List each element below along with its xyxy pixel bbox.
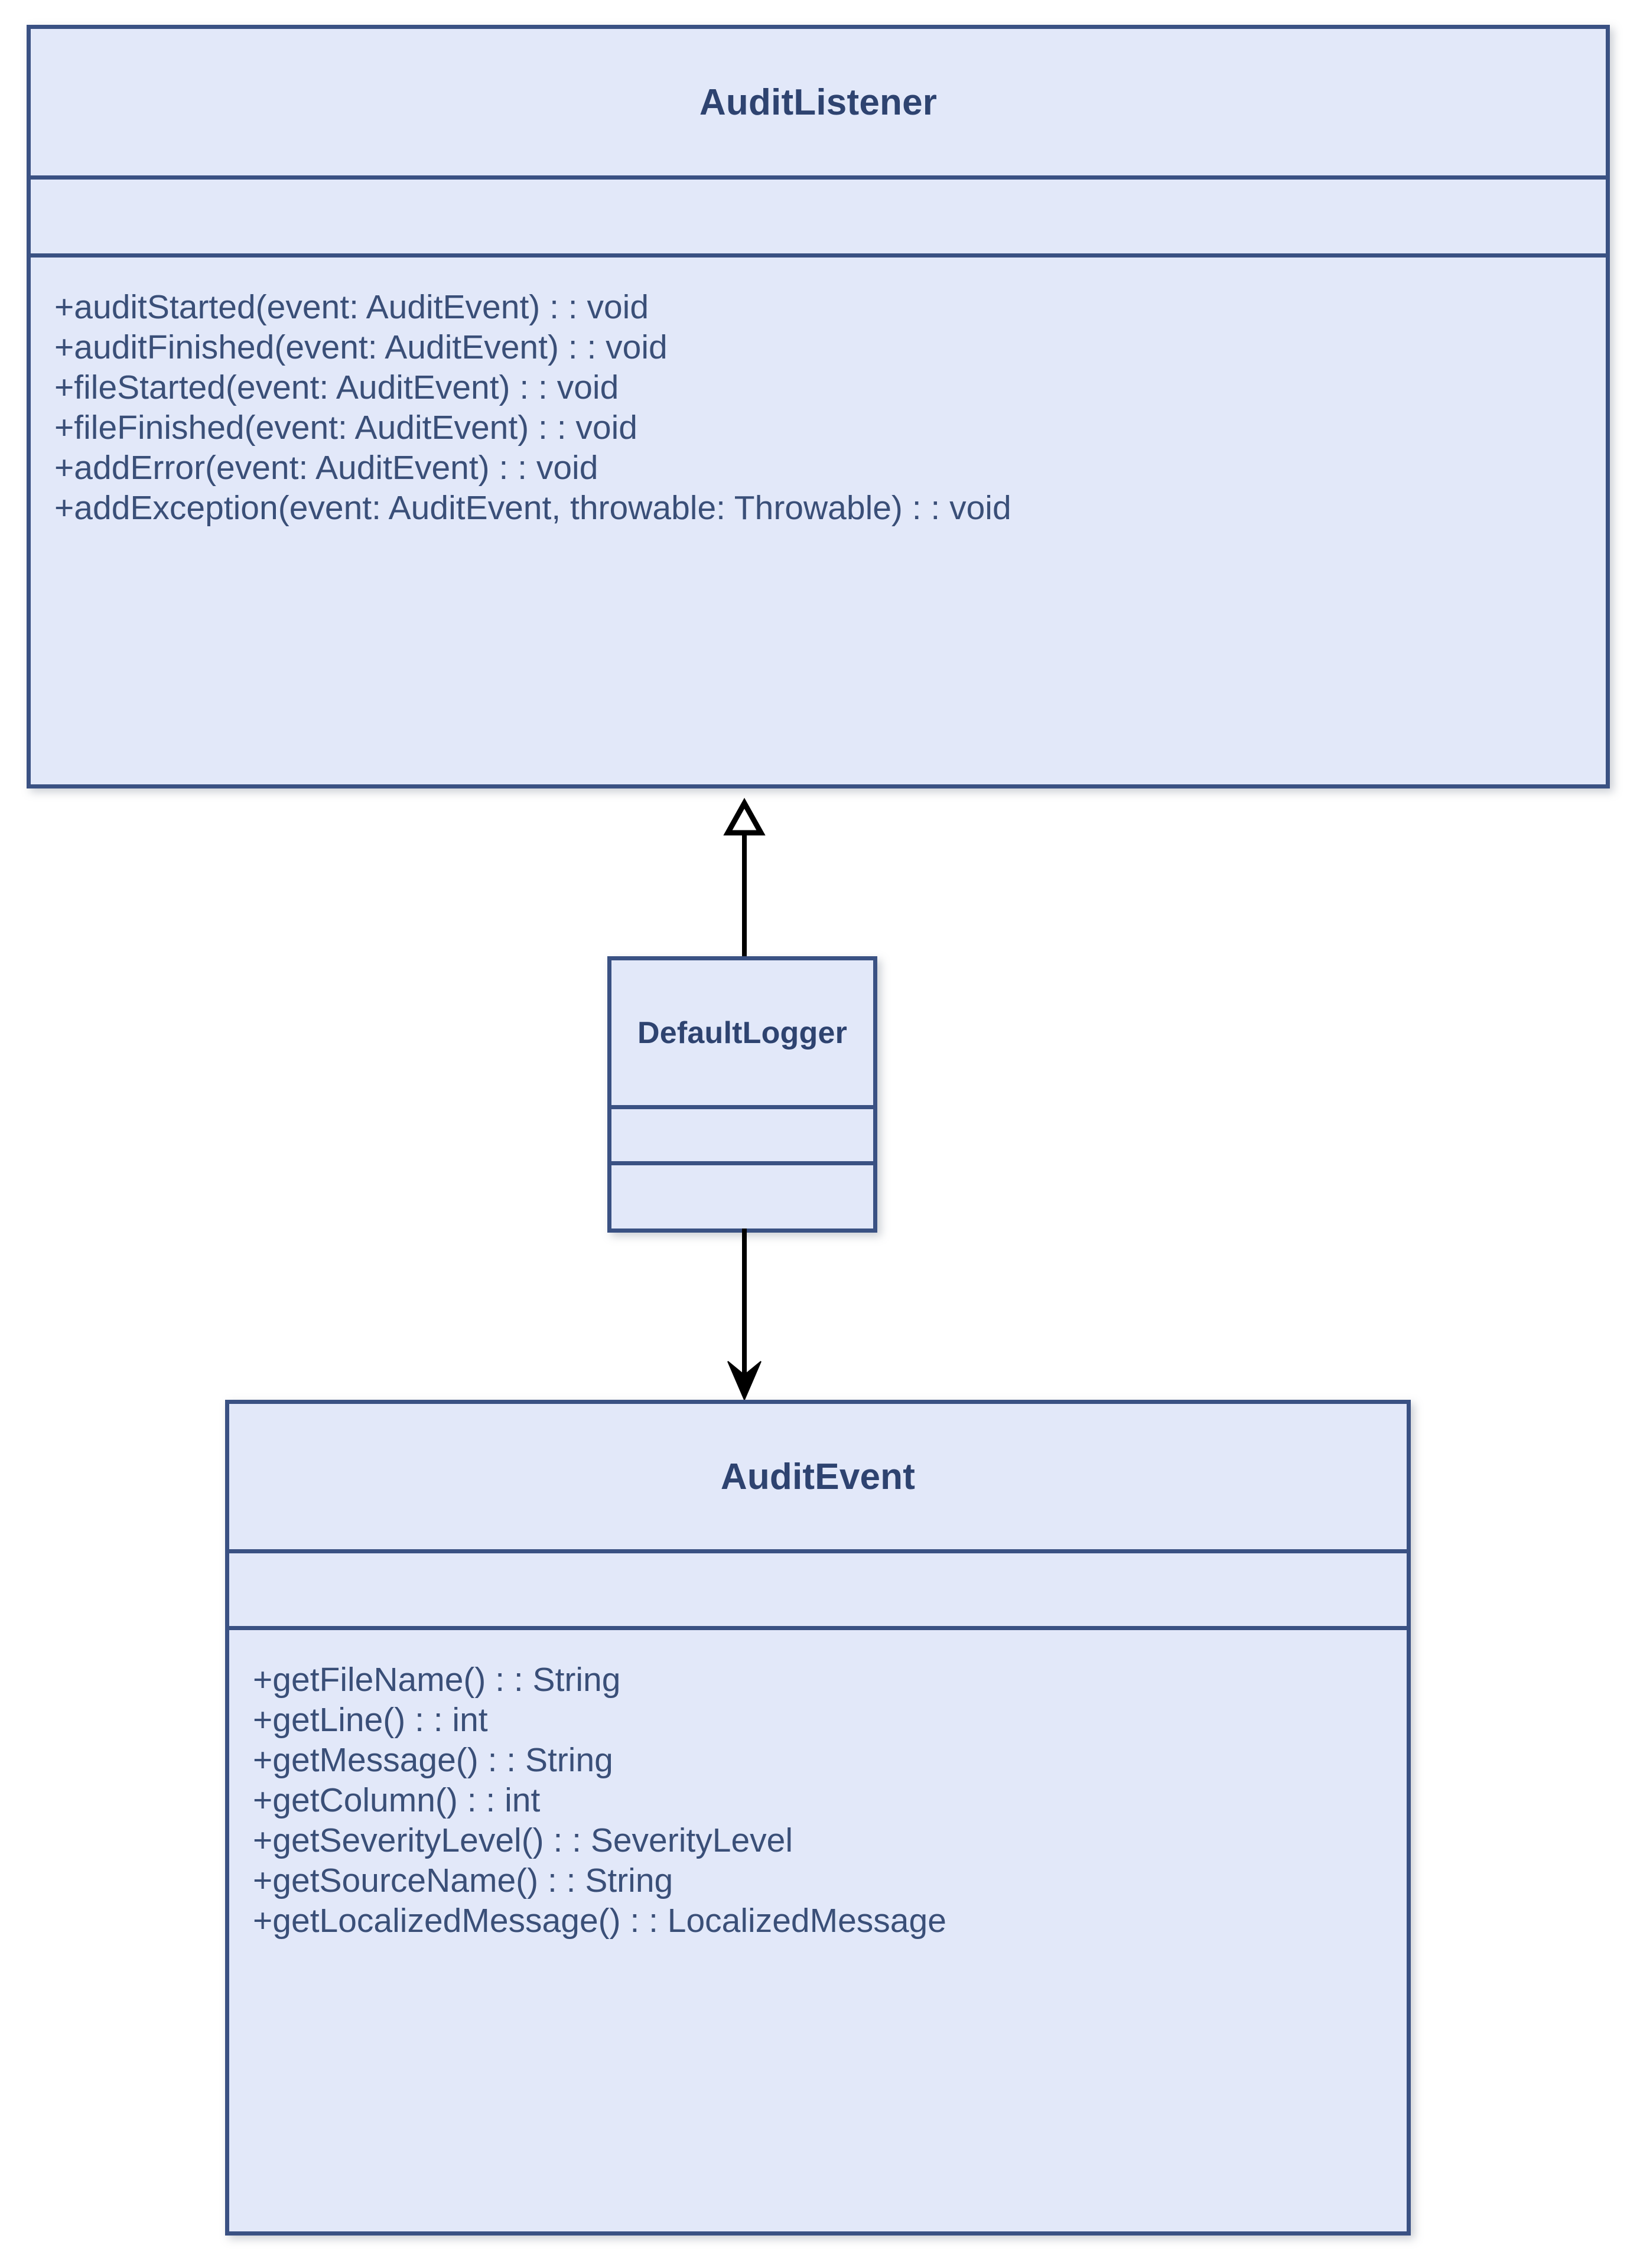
- class-attributes-compartment: [229, 1553, 1407, 1630]
- method-item: +getSourceName() : : String: [253, 1862, 673, 1899]
- uml-class-auditlistener[interactable]: AuditListener +auditStarted(event: Audit…: [27, 25, 1610, 788]
- association-edge-defaultlogger-to-auditevent: [727, 1228, 762, 1402]
- generalization-edge-defaultlogger-to-auditlistener: [723, 797, 766, 963]
- class-title-compartment: AuditListener: [31, 29, 1606, 180]
- method-item: +auditStarted(event: AuditEvent) : : voi…: [54, 288, 649, 326]
- uml-class-auditevent[interactable]: AuditEvent +getFileName() : : String +ge…: [225, 1400, 1411, 2236]
- method-item: +getColumn() : : int: [253, 1781, 541, 1819]
- method-item: +getLocalizedMessage() : : LocalizedMess…: [253, 1902, 946, 1940]
- method-item: +fileFinished(event: AuditEvent) : : voi…: [54, 409, 637, 447]
- class-attributes-compartment: [31, 180, 1606, 258]
- class-name-auditlistener: AuditListener: [699, 82, 938, 123]
- method-item: +getLine() : : int: [253, 1701, 488, 1739]
- class-methods-compartment: [611, 1165, 873, 1224]
- method-item: +addException(event: AuditEvent, throwab…: [54, 489, 1011, 527]
- class-attributes-compartment: [611, 1109, 873, 1165]
- class-methods-compartment: +auditStarted(event: AuditEvent) : : voi…: [31, 258, 1606, 528]
- method-item: +auditFinished(event: AuditEvent) : : vo…: [54, 328, 668, 366]
- class-name-auditevent: AuditEvent: [720, 1456, 916, 1497]
- method-item: +getSeverityLevel() : : SeverityLevel: [253, 1821, 793, 1859]
- class-name-defaultlogger: DefaultLogger: [637, 1015, 848, 1050]
- method-item: +getMessage() : : String: [253, 1741, 613, 1779]
- class-methods-compartment: +getFileName() : : String +getLine() : :…: [229, 1630, 1407, 1941]
- class-title-compartment: DefaultLogger: [611, 960, 873, 1109]
- class-title-compartment: AuditEvent: [229, 1404, 1407, 1553]
- method-item: +getFileName() : : String: [253, 1661, 621, 1699]
- method-item: +addError(event: AuditEvent) : : void: [54, 449, 598, 487]
- method-item: +fileStarted(event: AuditEvent) : : void: [54, 369, 619, 406]
- uml-class-defaultlogger[interactable]: DefaultLogger: [607, 956, 877, 1233]
